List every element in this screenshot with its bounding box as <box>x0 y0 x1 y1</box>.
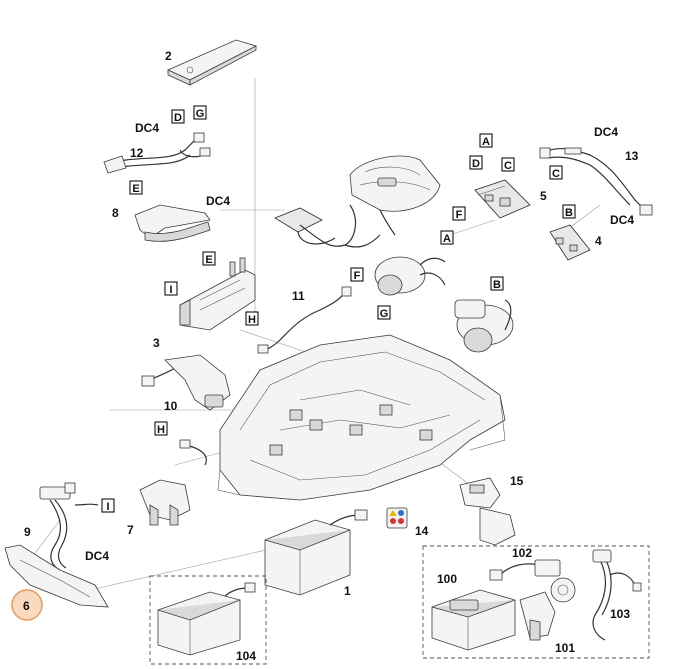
part-num-10: 10 <box>164 399 178 413</box>
svg-text:C: C <box>504 160 512 172</box>
part-2-cover <box>167 39 258 86</box>
dc4-label: DC4 <box>610 213 634 227</box>
part-num-100: 100 <box>437 572 457 586</box>
conn-box-a-board: A <box>479 133 493 148</box>
svg-text:H: H <box>157 424 165 436</box>
part-10-assembly <box>141 354 231 411</box>
part-103-harness <box>592 549 642 641</box>
conn-box-g-top: G <box>193 105 207 120</box>
part-num-11: 11 <box>292 289 305 303</box>
svg-text:G: G <box>380 308 389 320</box>
svg-text:F: F <box>354 270 361 282</box>
svg-text:H: H <box>248 314 256 326</box>
dc4-labels: DC4 DC4 DC4 DC4 DC4 <box>85 121 634 563</box>
part-3-bracket <box>179 257 256 331</box>
dc4-label: DC4 <box>135 121 159 135</box>
conn-box-b-right: B <box>562 204 576 219</box>
conn-box-d-top: D <box>171 109 185 124</box>
svg-text:C: C <box>552 168 560 180</box>
svg-text:I: I <box>106 501 109 513</box>
part-num-4: 4 <box>595 234 602 248</box>
leader-lines <box>29 78 601 591</box>
chassis <box>217 334 506 501</box>
conn-box-g-mid: G <box>377 305 391 320</box>
conn-box-c-right: C <box>549 165 563 180</box>
highlight-circle-part-6 <box>11 589 43 621</box>
part-num-103: 103 <box>610 607 630 621</box>
conn-box-b-mid: B <box>490 276 504 291</box>
conn-box-i-low: I <box>101 498 115 513</box>
part-num-14: 14 <box>415 524 429 538</box>
dc4-label: DC4 <box>85 549 109 563</box>
conn-box-h-low: H <box>154 421 168 436</box>
part-num-15: 15 <box>510 474 524 488</box>
part-6-plate <box>4 544 109 608</box>
kit-box-100-103 <box>422 545 650 659</box>
kit-box-104 <box>149 575 267 665</box>
svg-text:B: B <box>565 207 573 219</box>
svg-text:B: B <box>493 279 501 291</box>
svg-text:F: F <box>456 209 463 221</box>
part-num-101: 101 <box>555 641 575 655</box>
part-15-assembly <box>459 477 516 546</box>
part-num-8: 8 <box>112 206 119 220</box>
conn-box-f-mid: F <box>350 267 364 282</box>
part-num-7: 7 <box>127 523 134 537</box>
part-num-6: 6 <box>23 599 30 613</box>
motor-assembly-right <box>454 299 514 353</box>
conn-box-e-mid: E <box>202 251 216 266</box>
part-14-label <box>386 507 408 529</box>
part-num-9: 9 <box>24 525 31 539</box>
svg-text:D: D <box>472 158 480 170</box>
connector-letter-boxes: D G E A D C F A C B E I H F G B H I <box>101 105 576 513</box>
svg-text:I: I <box>169 284 172 296</box>
display-housing <box>349 155 441 236</box>
part-8-strap <box>134 204 211 242</box>
part-num-1: 1 <box>344 584 351 598</box>
part-11-cable <box>257 286 352 354</box>
part-5-board <box>474 179 531 219</box>
conn-box-f-board: F <box>452 206 466 221</box>
svg-text:G: G <box>196 108 205 120</box>
part-4-board <box>549 224 591 261</box>
part-num-104: 104 <box>236 649 256 663</box>
part-9-harness <box>39 482 99 571</box>
svg-text:A: A <box>443 233 451 245</box>
motor-assembly-left <box>374 256 446 296</box>
conn-box-h-mid: H <box>245 311 259 326</box>
svg-text:E: E <box>205 254 212 266</box>
part-101-bracket <box>519 591 556 641</box>
conn-box-e-top: E <box>129 180 143 195</box>
svg-text:D: D <box>174 112 182 124</box>
conn-box-i-mid: I <box>164 281 178 296</box>
conn-box-d-board: D <box>469 155 483 170</box>
conn-box-c-board: C <box>501 157 515 172</box>
center-pcb-harness <box>274 204 381 248</box>
part-7-bracket <box>139 439 207 526</box>
dc4-label: DC4 <box>594 125 618 139</box>
part-num-102: 102 <box>512 546 532 560</box>
part-13-harness <box>539 147 653 216</box>
part-1-battery <box>264 509 368 596</box>
part-12-harness <box>103 132 211 174</box>
part-number-labels: 2 12 8 3 11 10 7 9 6 5 13 4 15 14 1 104 … <box>23 49 639 663</box>
part-102-motor-harness <box>489 559 576 603</box>
svg-text:A: A <box>482 136 490 148</box>
conn-box-a-low: A <box>440 230 454 245</box>
part-100-battery <box>431 589 516 651</box>
part-num-3: 3 <box>153 336 160 350</box>
part-104-battery <box>157 582 256 656</box>
part-num-12: 12 <box>130 146 144 160</box>
part-num-2: 2 <box>165 49 172 63</box>
svg-text:E: E <box>132 183 139 195</box>
part-num-5: 5 <box>540 189 547 203</box>
part-num-13: 13 <box>625 149 639 163</box>
dc4-label: DC4 <box>206 194 230 208</box>
